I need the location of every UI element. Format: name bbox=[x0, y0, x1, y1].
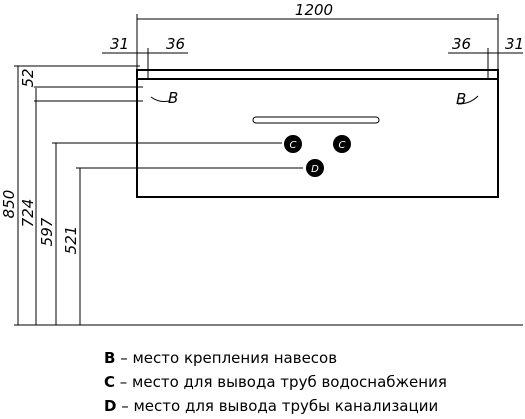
legend-key: B bbox=[104, 349, 116, 367]
dimension-724-label: 724 bbox=[19, 199, 37, 228]
dimension-1200-label: 1200 bbox=[295, 1, 333, 19]
legend-text: – место крепления навесов bbox=[115, 349, 338, 367]
water-outlet-left-marker bbox=[284, 135, 302, 153]
drawer-handle bbox=[252, 116, 380, 124]
dimension-36-left-label: 36 bbox=[166, 35, 185, 53]
cabinet-drawing: C C D B B 1200 31 36 36 31 52 850 724 59… bbox=[0, 1, 524, 326]
cabinet-body bbox=[136, 69, 499, 198]
legend-key: D bbox=[104, 397, 117, 415]
legend-text: – место для вывода трубы канализации bbox=[116, 397, 439, 415]
legend-text: – место для вывода труб водоснабжения bbox=[115, 373, 447, 391]
dimension-597-label: 597 bbox=[38, 217, 56, 246]
legend: B – место крепления навесов C – место дл… bbox=[104, 346, 524, 418]
water-outlet-right-marker bbox=[333, 135, 351, 153]
legend-key: C bbox=[104, 373, 116, 391]
legend-item-d: D – место для вывода трубы канализации bbox=[104, 394, 524, 418]
dimension-52-label: 52 bbox=[19, 68, 37, 87]
water-outlet-left-label: C bbox=[290, 140, 297, 151]
dimension-36-right-label: 36 bbox=[452, 35, 471, 53]
legend-item-c: C – место для вывода труб водоснабжения bbox=[104, 370, 524, 394]
dimension-31-left-label: 31 bbox=[110, 35, 129, 53]
dimension-31-right-label: 31 bbox=[505, 35, 524, 53]
drain-outlet-marker bbox=[306, 159, 324, 177]
water-outlet-right-label: C bbox=[339, 140, 346, 151]
hinge-arc-left bbox=[150, 96, 170, 102]
hinge-arc-right bbox=[457, 95, 479, 105]
dimension-521-label: 521 bbox=[62, 226, 80, 255]
hinge-label-left: B bbox=[168, 89, 178, 107]
hinge-label-right: B bbox=[456, 90, 466, 108]
drain-outlet-label: D bbox=[311, 164, 319, 175]
dimension-850-label: 850 bbox=[0, 190, 18, 219]
legend-item-b: B – место крепления навесов bbox=[104, 346, 524, 370]
